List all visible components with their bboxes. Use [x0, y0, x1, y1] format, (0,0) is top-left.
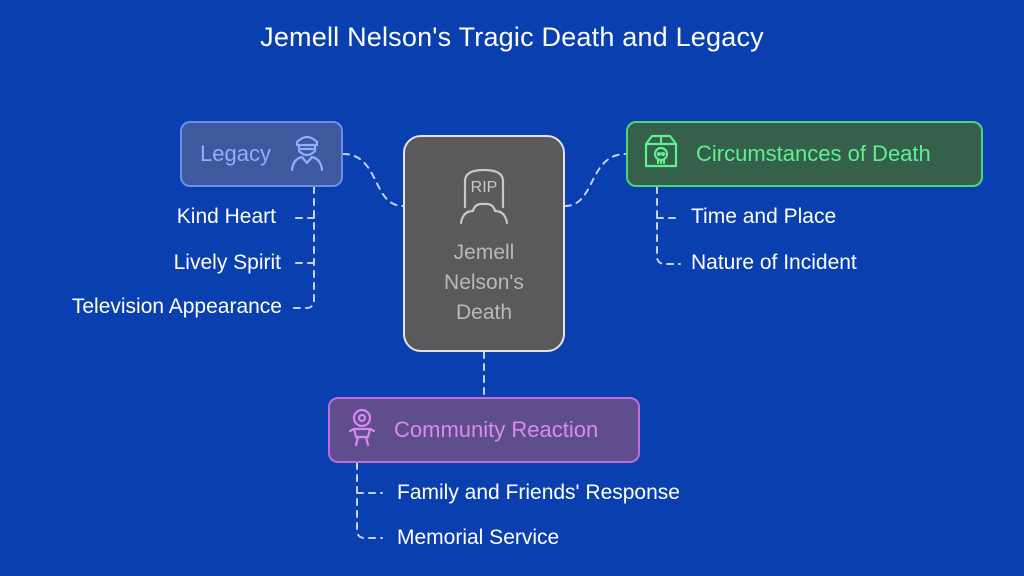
- circumstances-item-time-place: Time and Place: [691, 205, 837, 228]
- person-bust-icon: [287, 130, 327, 178]
- rip-tombstone-icon: RIP: [459, 167, 509, 230]
- community-node: Community Reaction: [328, 397, 640, 463]
- rip-icon-text: RIP: [471, 179, 498, 196]
- circumstances-label: Circumstances of Death: [696, 141, 931, 166]
- diagram-title: Jemell Nelson's Tragic Death and Legacy: [260, 22, 764, 52]
- legacy-node: Legacy: [180, 121, 343, 187]
- box-skull-icon: [642, 132, 680, 176]
- legacy-item-television-appearance: Television Appearance: [71, 295, 282, 318]
- connector-legacy-center: [342, 153, 404, 207]
- circumstances-item-nature-incident: Nature of Incident: [691, 251, 857, 274]
- person-ribbon-icon: [346, 407, 378, 453]
- circumstances-node: Circumstances of Death: [626, 121, 983, 187]
- center-label: Jemell Nelson's Death: [444, 241, 524, 324]
- legacy-label: Legacy: [200, 141, 271, 166]
- connector-circ-tree: [656, 186, 681, 265]
- connector-legacy-tree: [291, 186, 315, 309]
- community-label: Community Reaction: [394, 417, 599, 442]
- community-item-family-friends: Family and Friends' Response: [397, 481, 680, 504]
- legacy-item-lively-spirit: Lively Spirit: [173, 251, 281, 274]
- legacy-item-kind-heart: Kind Heart: [176, 205, 276, 228]
- connector-center-circumstances: [564, 153, 627, 207]
- community-item-memorial-service: Memorial Service: [397, 526, 560, 549]
- connector-comm-tree: [356, 462, 383, 539]
- center-node: RIP Jemell Nelson's Death: [403, 135, 565, 352]
